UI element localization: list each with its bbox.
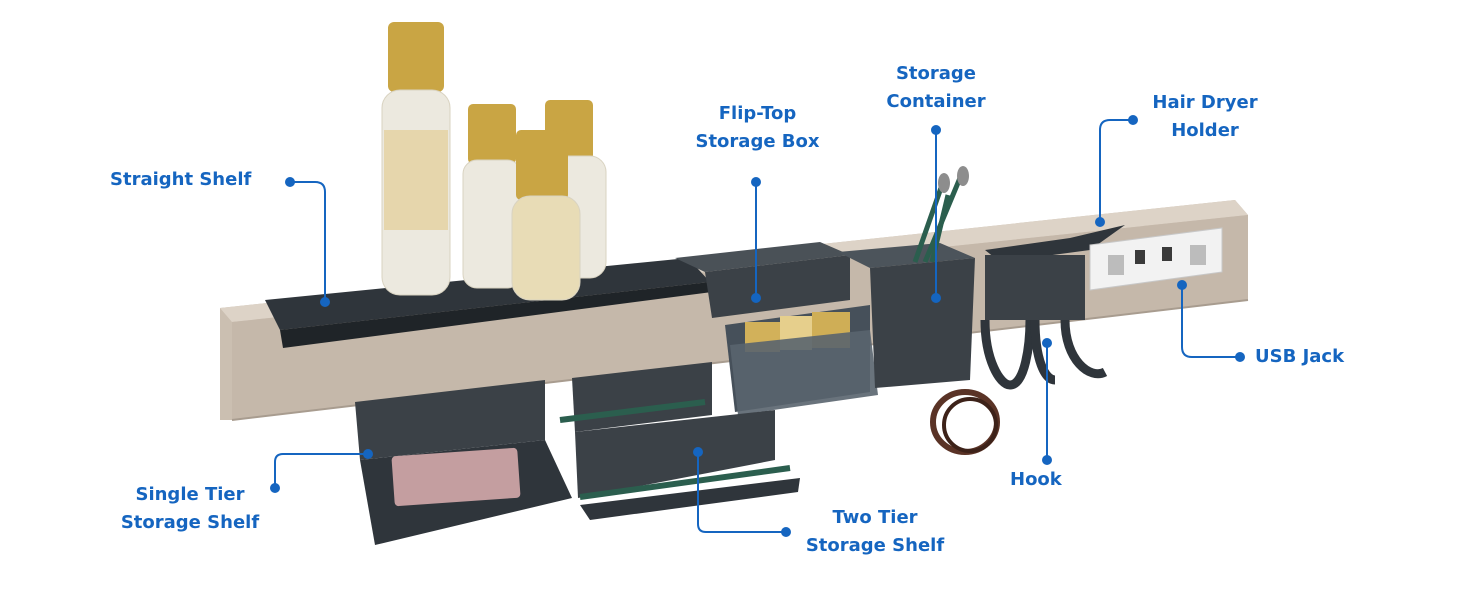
hook-text: Hook: [1010, 469, 1062, 490]
flip-top-line1: Flip-Top: [718, 103, 797, 124]
cosmetic-bottles: [381, 22, 607, 301]
storage-container-label: Storage Container: [880, 60, 992, 116]
two-tier-label: Two Tier Storage Shelf: [800, 504, 950, 560]
storage-container: [838, 166, 975, 388]
usb-outlet: [1089, 227, 1223, 291]
hair-dryer-holder: [980, 225, 1125, 390]
straight-shelf-label: Straight Shelf: [110, 166, 251, 194]
hair-ties: [930, 389, 1000, 455]
callout-dots: [270, 115, 1245, 537]
hair-dryer-line1: Hair Dryer: [1152, 92, 1258, 113]
single-tier-label: Single Tier Storage Shelf: [115, 481, 265, 537]
two-tier-line1: Two Tier: [832, 507, 918, 528]
flip-top-label: Flip-Top Storage Box: [690, 100, 825, 156]
flip-top-storage-box: [675, 242, 878, 415]
straight-shelf-text: Straight Shelf: [110, 169, 252, 190]
two-tier-storage-shelf: [559, 362, 800, 520]
flip-top-line2: Storage Box: [695, 131, 820, 152]
usb-jack-text: USB Jack: [1255, 346, 1345, 367]
callout-lines: [274, 119, 1240, 533]
single-tier-line1: Single Tier: [135, 484, 245, 505]
hook-label: Hook: [1010, 466, 1062, 494]
two-tier-line2: Storage Shelf: [805, 535, 945, 556]
usb-jack-label: USB Jack: [1255, 343, 1344, 371]
single-tier-storage-shelf: [355, 380, 572, 545]
storage-container-line2: Container: [886, 91, 986, 112]
storage-container-line1: Storage: [895, 63, 977, 84]
hair-dryer-label: Hair Dryer Holder: [1142, 89, 1268, 145]
single-tier-line2: Storage Shelf: [120, 512, 260, 533]
hair-dryer-line2: Holder: [1171, 120, 1239, 141]
